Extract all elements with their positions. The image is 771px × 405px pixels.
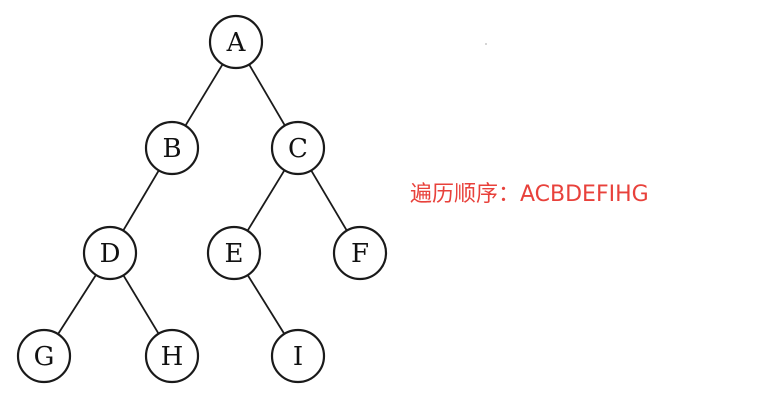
node-circle-g	[16, 328, 72, 384]
node-label-c: C	[288, 134, 308, 164]
node-circle-i	[270, 328, 326, 384]
node-label-h: H	[161, 342, 184, 372]
tree-node-b: B	[144, 120, 200, 176]
node-circle-b	[144, 120, 200, 176]
traversal-order-caption: 遍历顺序：ACBDEFIHG	[410, 182, 649, 207]
node-label-i: I	[293, 342, 303, 372]
edge-c-e	[246, 169, 286, 232]
node-circle-a	[208, 14, 264, 70]
node-label-g: G	[34, 342, 55, 372]
node-circle-d	[82, 225, 138, 281]
tree-node-a: A	[208, 14, 264, 70]
node-circle-e	[206, 225, 262, 281]
node-circle-c	[270, 120, 326, 176]
edge-a-c	[248, 63, 286, 127]
edge-a-b	[184, 63, 224, 127]
node-circle-h	[144, 328, 200, 384]
tree-node-e: E	[206, 225, 262, 281]
tree-node-i: I	[270, 328, 326, 384]
node-label-d: D	[100, 239, 121, 269]
tree-edges	[57, 63, 348, 335]
tree-node-d: D	[82, 225, 138, 281]
tree-node-c: C	[270, 120, 326, 176]
node-label-e: E	[225, 239, 244, 269]
tree-node-g: G	[16, 328, 72, 384]
edge-b-d	[122, 169, 160, 232]
scan-dot	[485, 43, 487, 45]
node-label-b: B	[162, 134, 181, 164]
node-label-f: F	[351, 239, 369, 269]
edge-c-f	[310, 169, 348, 232]
tree-nodes: A B C D E F G H I	[16, 14, 388, 384]
tree-node-h: H	[144, 328, 200, 384]
tree-node-f: F	[332, 225, 388, 281]
node-label-a: A	[226, 28, 247, 58]
edge-d-g	[57, 274, 97, 335]
edge-d-h	[122, 274, 160, 335]
node-circle-f	[332, 225, 388, 281]
edge-e-i	[246, 274, 286, 335]
